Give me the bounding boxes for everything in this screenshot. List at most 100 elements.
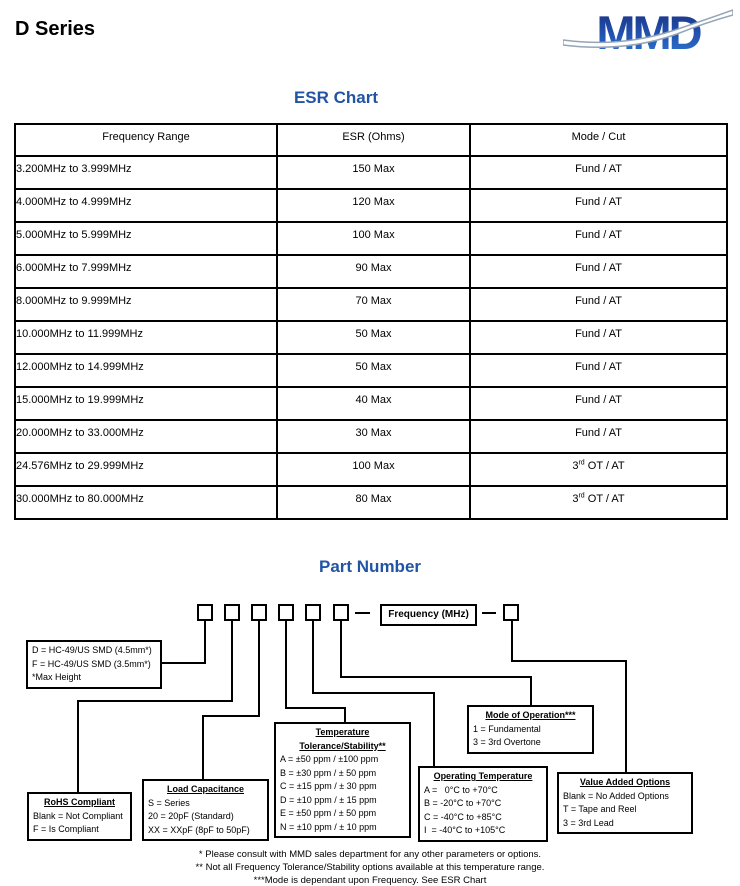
- mode-cut-cell: Fund / AT: [469, 353, 728, 388]
- connector-line: [312, 692, 435, 694]
- option-line: T = Tape and Reel: [563, 804, 637, 814]
- box-title: Operating Temperature: [433, 771, 533, 781]
- option-line: E = ±50 ppm / ± 50 ppm: [280, 808, 377, 818]
- esr-table-header-row: Frequency Range ESR (Ohms) Mode / Cut: [14, 123, 728, 157]
- pn-digit-box-5: [305, 604, 321, 621]
- mmd-logo: MMD: [562, 6, 734, 62]
- footnote-2: ** Not all Frequency Tolerance/Stability…: [195, 862, 545, 873]
- box-title: RoHS Compliant: [44, 797, 115, 807]
- option-line: B = -20°C to +70°C: [424, 798, 502, 808]
- option-line: 1 = Fundamental: [473, 723, 541, 734]
- frequency-range-cell: 12.000MHz to 14.999MHz: [14, 353, 278, 388]
- frequency-label-box: Frequency (MHz): [380, 604, 477, 626]
- connector-line: [202, 715, 260, 717]
- dash-separator: [355, 612, 370, 614]
- connector-line: [530, 676, 532, 707]
- mode-cut-cell: Fund / AT: [469, 419, 728, 454]
- connector-line: [77, 700, 79, 794]
- esr-table: Frequency Range ESR (Ohms) Mode / Cut 3.…: [14, 123, 728, 520]
- connector-line: [340, 620, 342, 678]
- esr-value-cell: 100 Max: [276, 221, 471, 256]
- option-line: C = -40°C to +85°C: [424, 811, 502, 822]
- column-header-mode-cut: Mode / Cut: [469, 123, 728, 157]
- connector-line: [77, 700, 233, 702]
- frequency-range-cell: 5.000MHz to 5.999MHz: [14, 221, 278, 256]
- option-line: XX = XXpF (8pF to 50pF): [148, 824, 250, 835]
- frequency-range-cell: 15.000MHz to 19.999MHz: [14, 386, 278, 421]
- option-line: Blank = No Added Options: [563, 790, 669, 801]
- option-line: 3 = 3rd Overtone: [473, 737, 541, 747]
- value-added-options-box: Value Added Options Blank = No Added Opt…: [557, 772, 693, 834]
- esr-value-cell: 30 Max: [276, 419, 471, 454]
- option-line: 3 = 3rd Lead: [563, 817, 614, 828]
- esr-value-cell: 120 Max: [276, 188, 471, 223]
- mode-cut-cell: Fund / AT: [469, 320, 728, 355]
- pn-digit-box-4: [278, 604, 294, 621]
- box-title: Load Capacitance: [166, 784, 245, 794]
- footnote-3: ***Mode is dependant upon Frequency. See…: [253, 875, 487, 886]
- frequency-range-cell: 10.000MHz to 11.999MHz: [14, 320, 278, 355]
- esr-chart-heading: ESR Chart: [293, 88, 379, 107]
- box-title: Temperature: [315, 727, 370, 737]
- frequency-range-cell: 3.200MHz to 3.999MHz: [14, 155, 278, 190]
- column-header-esr-ohms: ESR (Ohms): [276, 123, 471, 157]
- mode-cut-cell: 3rd OT / AT: [469, 485, 728, 520]
- mode-cut-cell: Fund / AT: [469, 188, 728, 223]
- option-line: 20 = 20pF (Standard): [148, 811, 234, 821]
- temperature-tolerance-box: Temperature Tolerance/Stability** A = ±5…: [274, 722, 411, 838]
- pn-digit-box-1: [197, 604, 213, 621]
- frequency-range-cell: 8.000MHz to 9.999MHz: [14, 287, 278, 322]
- option-line: S = Series: [148, 797, 190, 808]
- option-line: A = ±50 ppm / ±100 ppm: [280, 754, 379, 764]
- connector-line: [202, 715, 204, 783]
- column-header-frequency-range: Frequency Range: [14, 123, 278, 157]
- mode-of-operation-box: Mode of Operation*** 1 = Fundamental 3 = …: [467, 705, 594, 754]
- mode-cut-cell: Fund / AT: [469, 155, 728, 190]
- esr-value-cell: 40 Max: [276, 386, 471, 421]
- connector-line: [162, 662, 206, 664]
- frequency-range-cell: 4.000MHz to 4.999MHz: [14, 188, 278, 223]
- connector-line: [231, 620, 233, 702]
- esr-value-cell: 100 Max: [276, 452, 471, 487]
- esr-value-cell: 90 Max: [276, 254, 471, 289]
- option-line: F = HC-49/US SMD (3.5mm*): [32, 658, 151, 669]
- box-title: Mode of Operation***: [485, 710, 576, 720]
- esr-value-cell: 80 Max: [276, 485, 471, 520]
- connector-line: [625, 660, 627, 773]
- mmd-logo-graphic: MMD: [562, 6, 734, 59]
- frequency-range-cell: 30.000MHz to 80.000MHz: [14, 485, 278, 520]
- option-line: N = ±10 ppm / ± 10 ppm: [280, 821, 377, 832]
- page-title: D Series: [15, 18, 96, 40]
- connector-line: [340, 676, 532, 678]
- option-line: I = -40°C to +105°C: [424, 825, 506, 835]
- frequency-range-cell: 6.000MHz to 7.999MHz: [14, 254, 278, 289]
- box-title: Tolerance/Stability**: [299, 740, 386, 751]
- box-title: Value Added Options: [579, 777, 671, 787]
- option-line: C = ±15 ppm / ± 30 ppm: [280, 781, 377, 791]
- option-line: A = 0°C to +70°C: [424, 784, 498, 795]
- connector-line: [204, 620, 206, 664]
- connector-line: [258, 620, 260, 717]
- mode-cut-cell: Fund / AT: [469, 386, 728, 421]
- mode-cut-cell: Fund / AT: [469, 287, 728, 322]
- pn-digit-box-3: [251, 604, 267, 621]
- mode-cut-cell: Fund / AT: [469, 221, 728, 256]
- pn-digit-box-6: [333, 604, 349, 621]
- pn-digit-box-2: [224, 604, 240, 621]
- load-capacitance-box: Load Capacitance S = Series 20 = 20pF (St…: [142, 779, 269, 841]
- connector-line: [511, 660, 627, 662]
- connector-line: [511, 620, 513, 662]
- esr-value-cell: 50 Max: [276, 320, 471, 355]
- part-number-heading: Part Number: [318, 557, 422, 576]
